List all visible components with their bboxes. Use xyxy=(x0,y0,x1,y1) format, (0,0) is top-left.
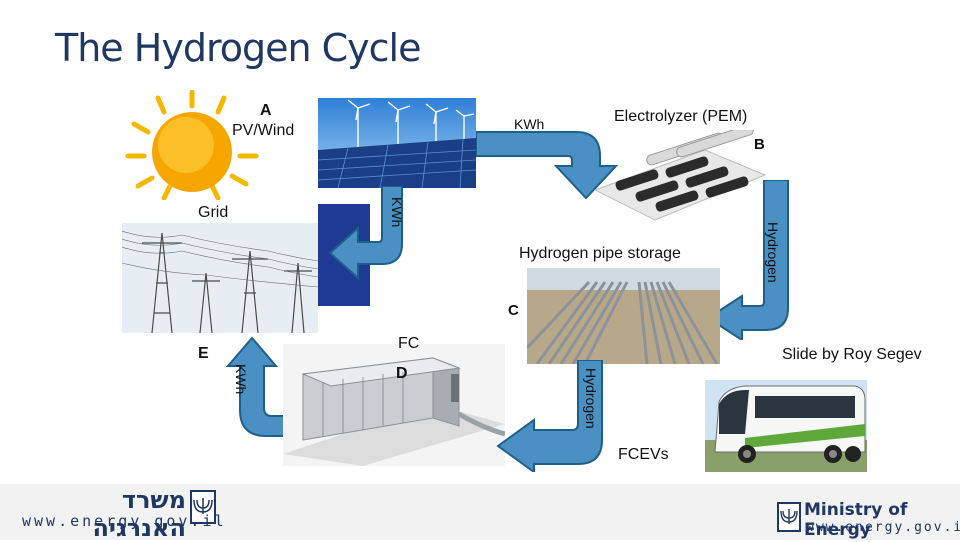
electrolyzer-image xyxy=(585,130,770,225)
footer-url-right[interactable]: www.energy.gov.il xyxy=(806,520,960,535)
arrow-kwh-to-electrolyzer xyxy=(476,126,626,202)
label-grid: Grid xyxy=(198,204,229,221)
label-pv-wind: PV/Wind xyxy=(232,122,295,139)
footer-url-left[interactable]: www.energy.gov.il xyxy=(22,512,227,530)
menorah-emblem-right-icon xyxy=(777,502,801,532)
label-a: A xyxy=(260,102,272,119)
label-e: E xyxy=(198,345,209,362)
arrow-hydrogen-to-fc xyxy=(494,360,614,472)
label-kwh-e: KWh xyxy=(233,364,249,395)
label-electrolyzer: Electrolyzer (PEM) xyxy=(614,108,748,125)
label-fcevs: FCEVs xyxy=(618,446,669,463)
menorah-emblem-left-icon xyxy=(190,490,216,524)
footer-ministry-name: Ministry of Energy xyxy=(804,500,908,540)
pipe-storage-photo xyxy=(527,268,720,364)
arrow-kwh-to-grid xyxy=(328,186,408,282)
fuel-cell-image xyxy=(283,344,505,466)
fcev-bus-photo xyxy=(705,380,867,472)
grid-power-lines-photo xyxy=(122,223,318,333)
label-hydrogen-mid: Hydrogen xyxy=(583,368,599,429)
slide-credit: Slide by Roy Segev xyxy=(782,346,922,363)
label-pipe-storage: Hydrogen pipe storage xyxy=(519,245,681,262)
footer-hebrew-name: משרד האנרגיה xyxy=(92,486,186,542)
arrow-kwh-to-e xyxy=(226,336,346,438)
slide-title: The Hydrogen Cycle xyxy=(55,26,421,70)
label-fc: FC xyxy=(398,335,420,352)
label-b: B xyxy=(754,136,765,153)
solar-wind-photo xyxy=(318,98,476,188)
label-hydrogen-right: Hydrogen xyxy=(765,222,781,283)
arrow-hydrogen-to-storage xyxy=(704,180,794,340)
label-c: C xyxy=(508,302,519,319)
sun-icon xyxy=(120,90,270,200)
label-kwh-top: KWh xyxy=(514,116,545,132)
label-d: D xyxy=(396,365,408,382)
label-kwh-grid: KWh xyxy=(389,197,405,228)
